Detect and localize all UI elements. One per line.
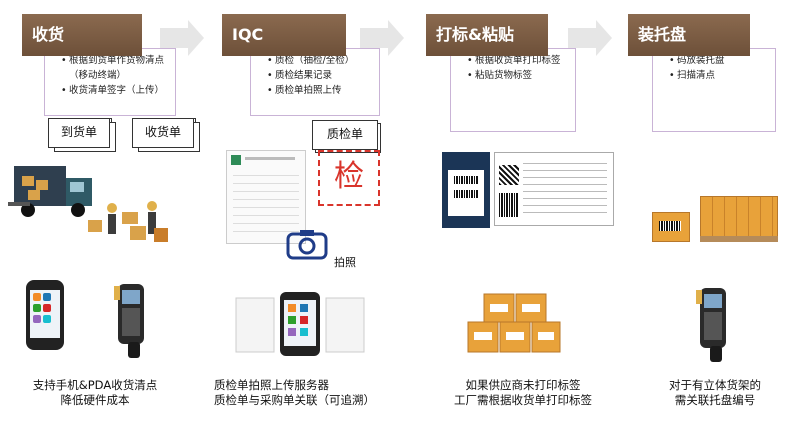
bullet: 扫描清点 [669, 68, 769, 83]
label-printer-image [442, 152, 490, 228]
caption-line: 降低硬件成本 [60, 393, 130, 407]
stage-pallet-box: 码放装托盘 扫描清点 [652, 48, 776, 132]
stage-iqc-header: IQC [222, 14, 346, 56]
arrival-doc-label: 到货单 [60, 125, 97, 139]
labeled-box-image [652, 212, 690, 242]
smartphone-image [26, 280, 64, 350]
stage-label-header: 打标&粘贴 [426, 14, 548, 56]
stage-title: IQC [232, 25, 264, 44]
caption-line: 支持手机&PDA收货清点 [32, 378, 158, 392]
pda-scanner-image [114, 284, 144, 358]
receipt-doc-label: 收货单 [144, 125, 181, 139]
stage-title: 打标&粘贴 [436, 25, 514, 44]
stage-receive-box: 根据到货单作货物清点（移动终端） 收货清单签字（上传） [44, 48, 176, 116]
bullet: 质检结果记录 [267, 68, 373, 83]
bullet: 根据到货单作货物清点（移动终端） [61, 53, 169, 83]
stage-title: 收货 [32, 25, 65, 44]
caption-line: 如果供应商未打印标签 [465, 378, 581, 392]
stage-label-box: 根据收货单打印标签 粘贴货物标签 [450, 48, 576, 132]
qc-stamp-text: 检 [334, 159, 364, 194]
stage-receive-header: 收货 [22, 14, 142, 56]
bullet: 质检单拍照上传 [267, 83, 373, 98]
shipping-label-image [494, 152, 614, 226]
qc-doc: 质检单 [312, 120, 378, 150]
caption-line: 工厂需根据收货单打印标签 [454, 393, 592, 407]
photo-label: 拍照 [334, 256, 356, 269]
workers-boxes-illustration [88, 201, 168, 242]
qc-doc-label: 质检单 [326, 127, 363, 141]
mobile-app-screens-image [235, 292, 365, 356]
caption-label: 如果供应商未打印标签 工厂需根据收货单打印标签 [428, 378, 618, 408]
bullet: 根据收货单打印标签 [467, 53, 569, 68]
caption-line: 需关联托盘编号 [674, 393, 756, 407]
caption-receive: 支持手机&PDA收货清点 降低硬件成本 [10, 378, 180, 408]
caption-pallet: 对于有立体货架的 需关联托盘编号 [640, 378, 790, 408]
bullet: 码放装托盘 [669, 53, 769, 68]
bullet: 粘贴货物标签 [467, 68, 569, 83]
pda-scanner-image-2 [696, 288, 726, 362]
bullet: 质检（抽检/全检） [267, 53, 373, 68]
stage-pallet-header: 装托盘 [628, 14, 750, 56]
qc-form-image [226, 150, 306, 244]
stage-iqc-box: 质检（抽检/全检） 质检结果记录 质检单拍照上传 [250, 48, 380, 116]
camera-icon [286, 228, 328, 260]
labeled-boxes-image [467, 293, 561, 353]
caption-line: 对于有立体货架的 [669, 378, 761, 392]
pallet-image [700, 188, 782, 244]
arrival-doc: 到货单 [48, 118, 110, 148]
receipt-doc: 收货单 [132, 118, 194, 148]
caption-line: 质检单拍照上传服务器 [214, 378, 329, 392]
caption-line: 质检单与采购单关联（可追溯） [214, 393, 375, 407]
caption-iqc: 质检单拍照上传服务器 质检单与采购单关联（可追溯） [214, 378, 394, 408]
stage-title: 装托盘 [638, 25, 687, 44]
qc-stamp: 检 [318, 150, 380, 206]
truck-illustration [8, 166, 92, 217]
bullet: 收货清单签字（上传） [61, 83, 169, 98]
